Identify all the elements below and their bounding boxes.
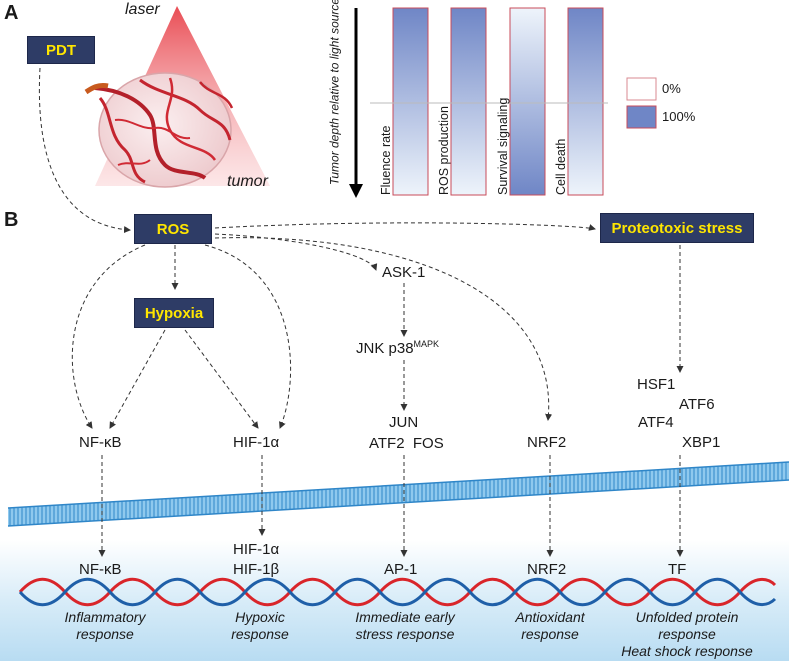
proteotoxic-stress-box: Proteotoxic stress	[600, 213, 754, 243]
tumor-illustration	[84, 72, 234, 188]
panel-label-b: B	[4, 209, 19, 231]
nuclear-hif1a-label: HIF-1α	[233, 541, 280, 558]
nucleus-region	[0, 540, 789, 661]
nuclear-tf-label: TF	[668, 561, 687, 578]
nuclear-nfkb-label: NF-κB	[79, 561, 122, 578]
legend-swatch-0	[626, 77, 657, 101]
ros-box: ROS	[134, 214, 212, 244]
bar-survival-signaling	[509, 7, 546, 196]
legend-swatch-100	[626, 105, 657, 129]
depth-axis-label: Tumor depth relative to light source	[327, 0, 342, 186]
bar-label-ros-production: ROS production	[437, 106, 451, 195]
bar-cell-death	[567, 7, 604, 196]
cell-membrane	[7, 461, 789, 527]
nuclear-ap1-label: AP-1	[384, 561, 418, 578]
nrf2-label: NRF2	[527, 434, 567, 451]
dna-helix	[18, 577, 777, 607]
legend-label-100: 100%	[662, 109, 696, 124]
tumor-label: tumor	[227, 173, 268, 190]
bar-label-survival-signaling: Survival signaling	[496, 97, 510, 195]
atf6-label: ATF6	[679, 396, 715, 413]
xbp1-label: XBP1	[682, 434, 721, 451]
hsf1-label: HSF1	[637, 376, 676, 393]
jnk-p38-label: JNK p38MAPK	[356, 339, 440, 357]
atf2-fos-label: ATF2 FOS	[369, 435, 444, 452]
bar-ros-production	[450, 7, 487, 196]
jun-label: JUN	[389, 414, 419, 431]
atf4-label: ATF4	[638, 414, 674, 431]
panel-label-a: A	[4, 2, 19, 24]
laser-label: laser	[125, 1, 160, 18]
legend-label-0: 0%	[662, 81, 681, 96]
hypoxia-box: Hypoxia	[134, 298, 214, 328]
pdt-box: PDT	[27, 36, 95, 64]
depth-bars	[370, 7, 608, 196]
bar-label-fluence-rate: Fluence rate	[379, 125, 393, 195]
nuclear-hif1b-label: HIF-1β	[233, 561, 280, 578]
bar-fluence-rate	[392, 7, 429, 196]
pathway-arrows	[38, 67, 684, 557]
nfkb-label: NF-κB	[79, 434, 122, 451]
ask1-label: ASK-1	[382, 264, 426, 281]
hif1a-label: HIF-1α	[233, 434, 280, 451]
nuclear-nrf2-label: NRF2	[527, 561, 567, 578]
bar-label-cell-death: Cell death	[554, 138, 568, 195]
